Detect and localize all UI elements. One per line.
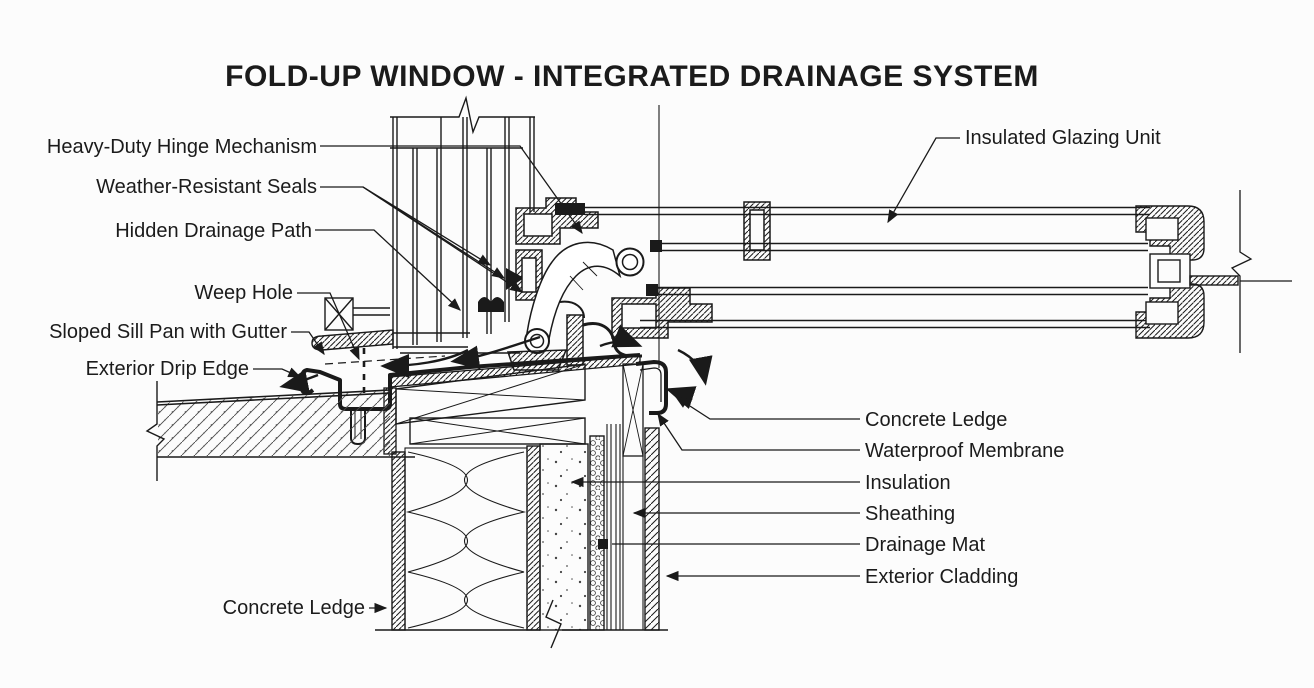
stud-right xyxy=(526,445,541,631)
rigid-insulation xyxy=(539,443,589,631)
cladding-layer xyxy=(644,427,660,631)
leader-membrane xyxy=(657,412,860,451)
leader-weep-hole xyxy=(297,292,360,361)
drainage-mat-layer xyxy=(589,435,605,631)
water-flow-arrows xyxy=(279,324,713,409)
label-insulated-glazing-unit: Insulated Glazing Unit xyxy=(965,127,1161,149)
label-drainage-mat: Drainage Mat xyxy=(865,534,986,556)
label-concrete-ledge-bottom: Concrete Ledge xyxy=(222,597,365,619)
leader-lines xyxy=(253,137,960,614)
concrete-slab xyxy=(145,381,415,481)
wall-assembly xyxy=(375,360,668,649)
leader-igu xyxy=(887,137,960,224)
hinge-assembly xyxy=(506,197,771,371)
leader-drainage-path xyxy=(315,229,461,311)
label-hinge-mechanism: Heavy-Duty Hinge Mechanism xyxy=(46,136,317,158)
label-sill-pan: Sloped Sill Pan with Gutter xyxy=(49,321,287,343)
label-exterior-cladding: Exterior Cladding xyxy=(865,566,1019,588)
leader-hinge xyxy=(320,145,583,235)
label-insulation: Insulation xyxy=(865,472,951,494)
drawing-title: FOLD-UP WINDOW - INTEGRATED DRAINAGE SYS… xyxy=(225,60,1039,93)
vertical-sash xyxy=(311,95,660,368)
label-drainage-path: Hidden Drainage Path xyxy=(115,220,312,242)
leader-concrete-ledge-r xyxy=(674,396,860,420)
leader-seals-3 xyxy=(362,186,524,293)
leader-drainage-mat-marker xyxy=(598,539,608,549)
label-weep-hole: Weep Hole xyxy=(194,282,293,304)
leader-drip-edge xyxy=(253,367,302,378)
label-weather-seals: Weather-Resistant Seals xyxy=(96,176,317,198)
label-concrete-ledge-right: Concrete Ledge xyxy=(865,409,1008,431)
label-sheathing: Sheathing xyxy=(865,503,956,525)
stud-left xyxy=(391,451,406,631)
label-drip-edge: Exterior Drip Edge xyxy=(85,358,249,380)
leader-sill-pan xyxy=(291,331,325,356)
label-waterproof-membrane: Waterproof Membrane xyxy=(865,440,1065,462)
sheathing-layer xyxy=(606,424,621,630)
folded-window xyxy=(585,190,1292,353)
